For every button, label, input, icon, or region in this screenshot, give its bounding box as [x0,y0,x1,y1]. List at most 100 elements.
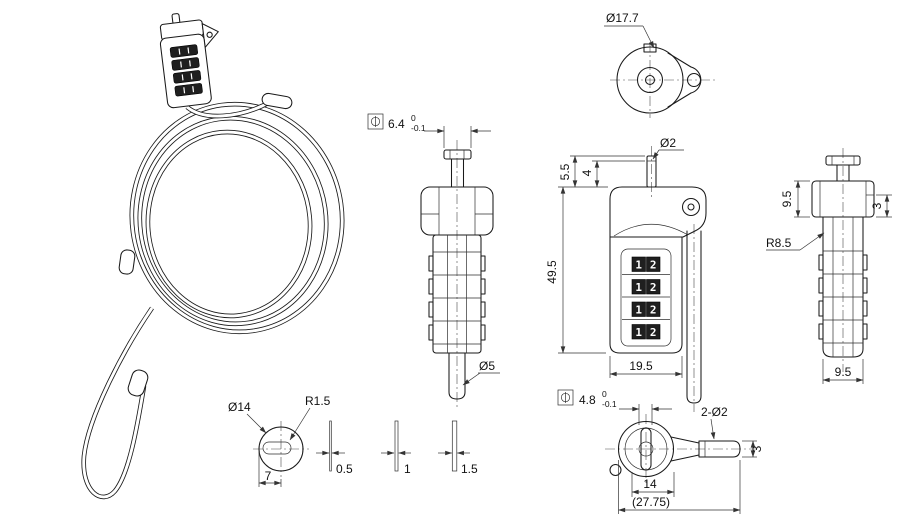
lock-clip [201,23,219,48]
strip-label-0-5: 0.5 [336,462,353,476]
dim-label-detail-offset: 7 [265,469,272,483]
dim-label-body-width: 19.5 [629,359,653,373]
dimension-head-diameter: Ø17.7 [604,11,655,49]
dial-row-4[interactable]: 1 2 [631,324,661,340]
dimension-overall: (27.75) [618,460,741,514]
detail-slot [262,441,292,455]
dimension-right-width: 9.5 [822,359,864,384]
dimension-detail-diameter: Ø14 [228,400,267,434]
dim-label-body-height: 49.5 [545,260,559,284]
body-front [609,236,683,354]
dial-digit: 2 [650,258,657,271]
bottom-view: 4.8 0 -0.1 2-Ø2 3 14 (27.7 [557,389,764,514]
dial-digit: 1 [635,258,642,271]
keyway-slot [640,427,652,471]
pivot-hole [681,197,701,217]
dim-label-pin-total: 5.5 [558,163,572,180]
lock-body [159,33,212,109]
dial-digit: 2 [650,281,657,294]
keyway-hub [638,441,654,457]
feature-frame-symbol-icon [367,113,384,130]
dim-label-pin-diameter: Ø2 [660,136,676,150]
dimension-pin-height: 4 [580,160,645,188]
lug-hole [609,463,622,477]
dimension-pin-total: 5.5 [558,155,645,188]
body-right [818,216,868,358]
body-side [428,234,486,354]
cable-ferrule-left [118,249,136,275]
dim-label-detail-diameter: Ø14 [228,400,251,414]
cable-coil [129,97,345,335]
detail-view: Ø14 R1.5 7 0.5 1 1.5 [228,394,478,487]
strip-label-1: 1 [404,462,411,476]
front-view: 1 2 1 2 1 2 1 2 Ø2 [545,136,707,412]
dimension-tbar-width: 6.4 0 -0.1 [367,113,491,148]
right-view: 9.5 3 R8.5 9.5 [766,148,892,384]
head-front [609,186,707,238]
dim-label-shaft-diameter: Ø5 [479,359,495,373]
strip-1 [394,420,399,472]
strip-0-5 [329,420,332,472]
dim-label-right-width: 9.5 [835,365,852,379]
lock-head-pictorial [159,13,219,109]
dim-label-step: 3 [870,202,884,209]
lug-top [667,52,702,108]
cable-end-loop [81,306,154,500]
shaft-front [686,230,702,404]
dim-label-pin-height: 4 [580,169,594,176]
dim-label-head-height: 9.5 [780,190,794,207]
strip-label-1-5: 1.5 [461,462,478,476]
dimension-pin-length: 3 [742,440,764,458]
bottom-outer-circle [617,420,675,478]
dial-row-2[interactable]: 1 2 [631,279,661,295]
lock-dials [169,44,203,97]
side-view: 6.4 0 -0.1 Ø5 [367,113,500,408]
thickness-strips: 0.5 1 1.5 [316,420,478,476]
dial-digit: 2 [650,303,657,316]
top-view: Ø17.7 [604,11,716,118]
dimension-shaft-diameter: Ø5 [462,359,500,386]
dial-digit: 1 [635,303,642,316]
dimension-pin-diameter: Ø2 [652,136,684,160]
dim-label-center: 14 [643,477,657,491]
dim-label-radius: R8.5 [766,236,792,250]
dim-label-slot: 4.8 [579,393,596,407]
strip-1-5 [451,420,458,472]
dial-row-1[interactable]: 1 2 [631,256,661,272]
dim-label-pin-length: 3 [750,445,764,452]
dim-tol-upper: 0 [411,113,416,123]
bottom-pin [670,436,741,462]
cable-crimp-sleeve [127,369,149,397]
dim-tol-lower: -0.1 [411,123,426,133]
dimension-body-height: 49.5 [545,186,606,354]
dim-label-pins: 2-Ø2 [701,405,728,419]
dim-label-tbar: 6.4 [388,117,405,131]
dial-digit: 1 [635,326,642,339]
dimension-detail-radius: R1.5 [289,394,331,441]
cable-ferrule-top [261,92,293,110]
feature-frame-symbol-icon [557,389,574,406]
dimension-body-width: 19.5 [609,356,683,378]
dimension-head-height: 9.5 [780,180,810,218]
dimension-center: 14 [631,472,675,497]
dial-row-3[interactable]: 1 2 [631,301,661,317]
dial-window [620,248,672,347]
dim-slot-tol-upper: 0 [602,389,607,399]
lock-clip-hole [206,31,213,38]
dim-label-overall: (27.75) [632,495,670,509]
dimension-pins: 2-Ø2 [701,405,728,440]
tbar-side [443,149,472,188]
detail-circle [258,426,304,472]
dimension-radius: R8.5 [766,232,825,251]
dim-label-detail-radius: R1.5 [305,394,331,408]
dim-label-head-diameter: Ø17.7 [606,11,639,25]
dimension-slot-width: 4.8 0 -0.1 [557,389,672,425]
dim-slot-tol-lower: -0.1 [602,399,617,409]
dial-digit: 1 [635,281,642,294]
cable-lock-illustration [81,13,345,500]
dimension-step: 3 [870,194,892,218]
dimension-detail-offset: 7 [258,452,282,487]
dial-digit: 2 [650,326,657,339]
